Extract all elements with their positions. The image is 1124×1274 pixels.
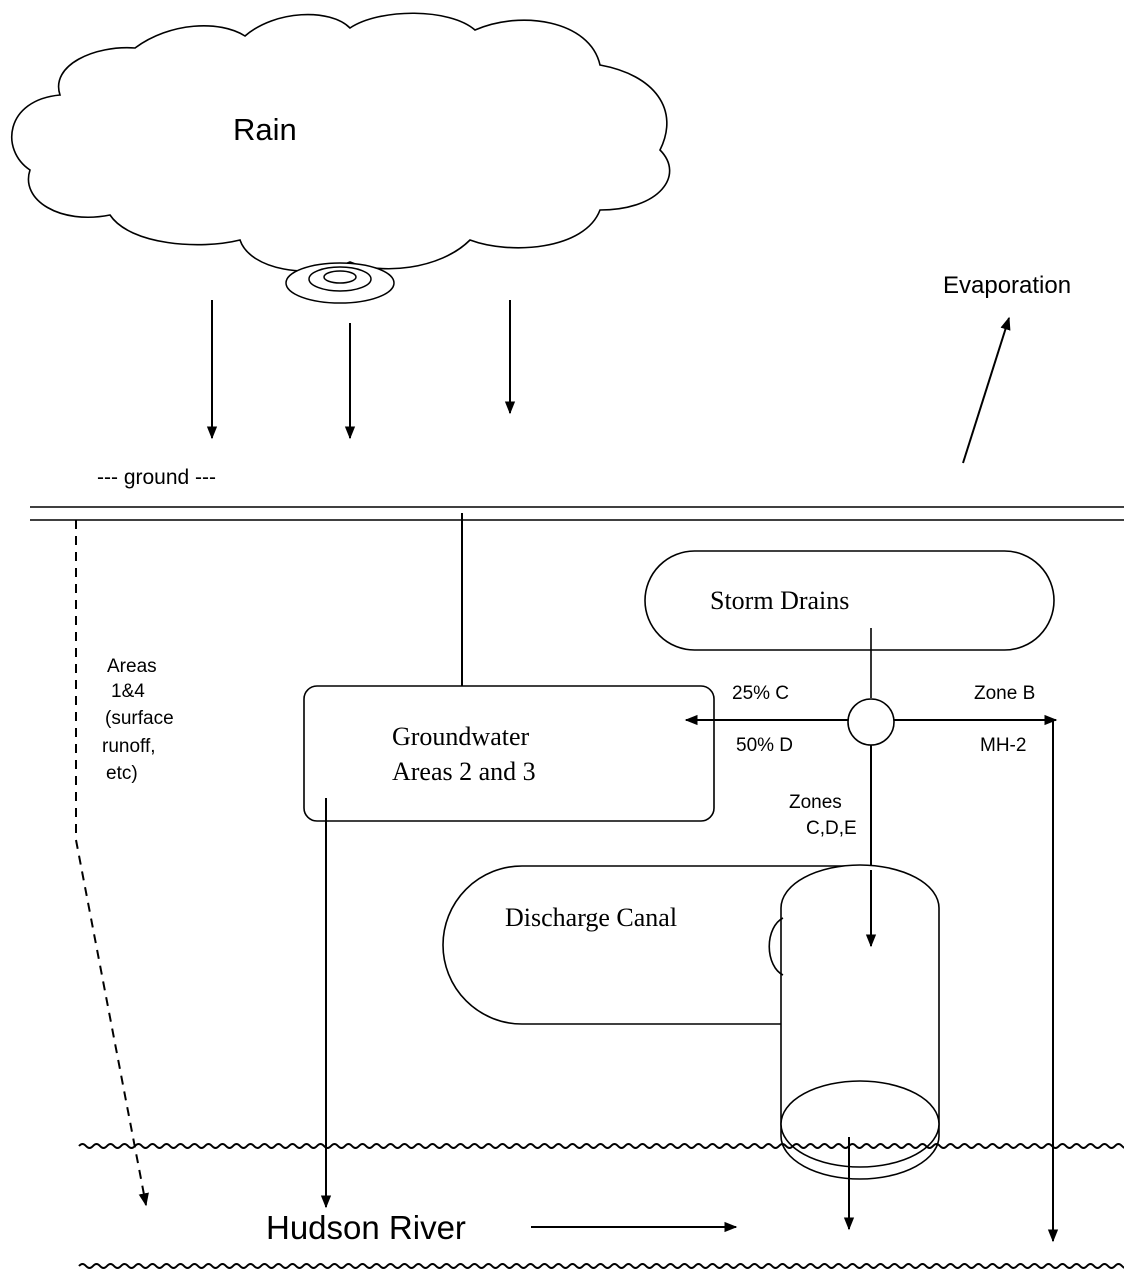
pct-c-label: 25% C: [732, 683, 789, 704]
rain-drop-icon: [286, 263, 394, 303]
outfall-cylinder: [769, 865, 939, 1179]
groundwater-box: Groundwater Areas 2 and 3: [304, 686, 714, 821]
discharge-canal-label: Discharge Canal: [505, 903, 677, 932]
areas-label-line: Areas: [107, 656, 157, 677]
areas-label-line: runoff,: [102, 736, 156, 757]
areas-label: Areas 1&4 (surface runoff, etc): [102, 656, 174, 784]
storm-drains-box: Storm Drains: [645, 551, 1054, 650]
evaporation-label: Evaporation: [943, 272, 1071, 299]
areas-label-line: (surface: [105, 708, 174, 729]
zones-label-line2: C,D,E: [806, 818, 857, 839]
river-wave-top: [79, 1144, 1124, 1148]
groundwater-label-line2: Areas 2 and 3: [392, 757, 536, 786]
zone-b-label: Zone B: [974, 683, 1035, 704]
areas-label-line: etc): [106, 763, 138, 784]
areas-label-line: 1&4: [111, 681, 145, 702]
groundwater-label-line1: Groundwater: [392, 722, 530, 751]
manhole-junction: [848, 699, 894, 745]
evaporation-arrow: [963, 318, 1009, 463]
storm-drains-label: Storm Drains: [710, 586, 849, 615]
rain-cloud: Rain: [12, 13, 670, 303]
ground-label: --- ground ---: [97, 466, 216, 489]
pct-d-label: 50% D: [736, 735, 793, 756]
rain-label: Rain: [233, 112, 297, 147]
river-wave-bottom: [79, 1264, 1124, 1268]
zones-label-line1: Zones: [789, 792, 842, 813]
hudson-river-label: Hudson River: [266, 1209, 466, 1246]
surface-runoff-arrow: [76, 520, 146, 1205]
mh2-label: MH-2: [980, 735, 1026, 756]
